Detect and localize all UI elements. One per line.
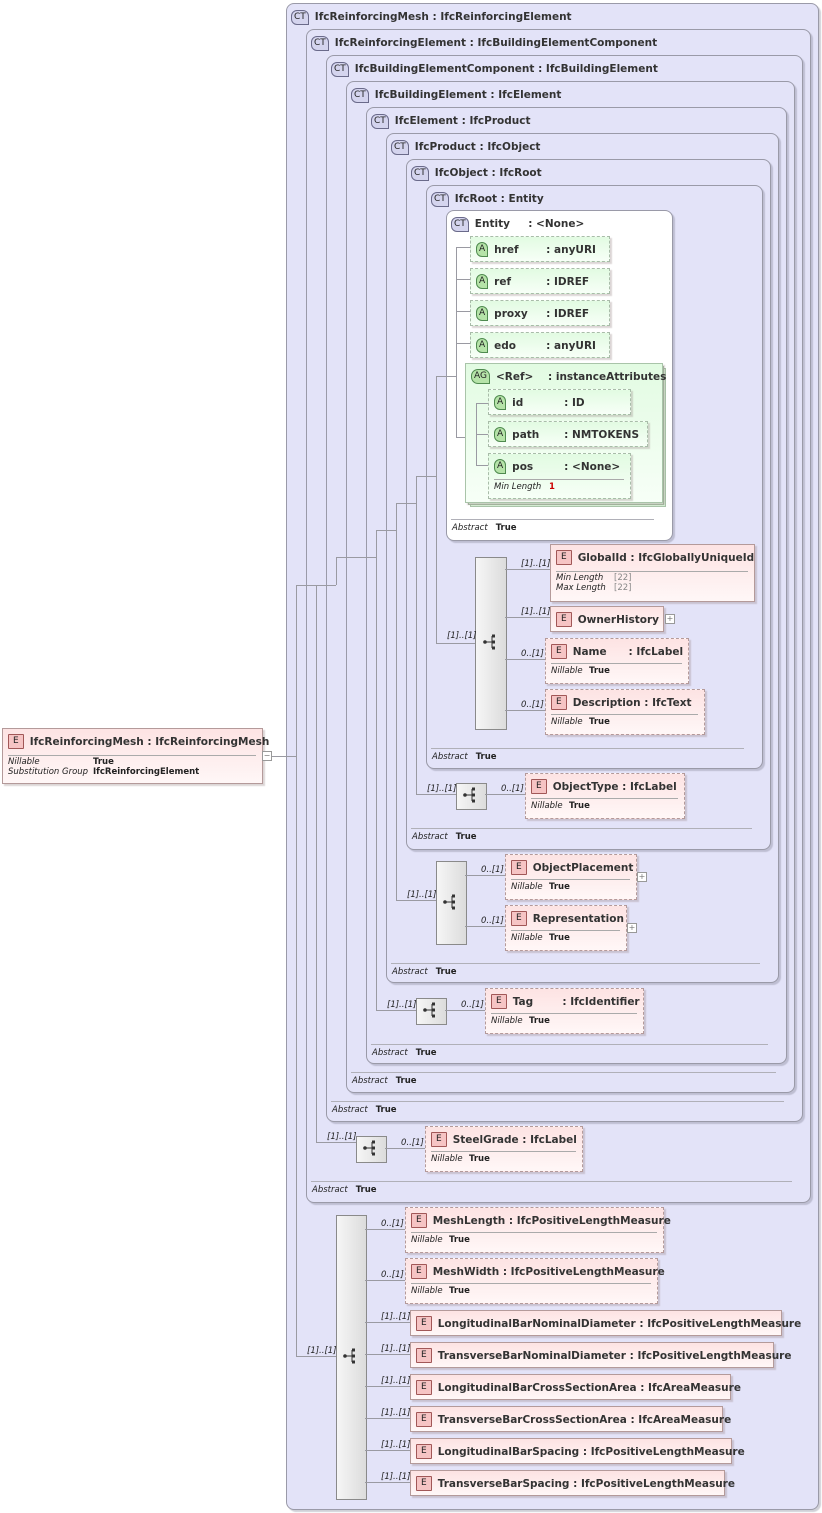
attribute-group-icon: AG: [471, 369, 490, 384]
complex-type-icon: CT: [311, 35, 329, 51]
sequence-ifcroot: [475, 557, 507, 730]
element-icon: E: [416, 1316, 432, 1331]
element-icon: E: [551, 695, 567, 710]
element-icon: E: [416, 1380, 432, 1395]
complex-type-icon: CT: [411, 165, 429, 181]
complex-type-icon: CT: [431, 191, 449, 207]
complex-type-icon: CT: [351, 87, 369, 103]
element-icon: E: [411, 1264, 427, 1279]
complex-type-icon: CT: [451, 216, 469, 232]
complex-type-icon: CT: [371, 113, 389, 129]
attribute-icon: A: [494, 427, 507, 442]
sequence-icon: [343, 1348, 355, 1364]
sequence-icon: [463, 787, 475, 803]
element-icon: E: [511, 911, 527, 926]
element-icon: E: [531, 779, 547, 794]
attribute-icon: A: [476, 242, 489, 257]
complex-type-icon: CT: [331, 61, 349, 77]
type-title: IfcReinforcingElement : IfcBuildingEleme…: [334, 37, 658, 49]
complex-type-icon: CT: [291, 9, 309, 25]
element-icon: E: [411, 1213, 427, 1228]
type-title: IfcBuildingElementComponent : IfcBuildin…: [354, 63, 658, 75]
attribute-icon: A: [476, 306, 489, 321]
expand-toggle[interactable]: +: [665, 614, 675, 624]
element-icon: E: [416, 1444, 432, 1459]
element-icon: E: [416, 1348, 432, 1363]
complex-type-icon: CT: [391, 139, 409, 155]
type-title: IfcElement : IfcProduct: [394, 115, 531, 127]
type-title: IfcReinforcingMesh : IfcReinforcingEleme…: [314, 11, 572, 23]
expand-toggle[interactable]: +: [627, 923, 637, 933]
attribute-icon: A: [494, 395, 507, 410]
sequence-icon: [423, 1002, 435, 1018]
attribute-icon: A: [476, 274, 489, 289]
element-icon: E: [431, 1132, 447, 1147]
element-icon: E: [416, 1412, 432, 1427]
element-icon: E: [511, 860, 527, 875]
sequence-ifcproduct: [436, 861, 467, 945]
element-icon: E: [416, 1476, 432, 1491]
sequence-icon: [443, 894, 455, 910]
element-icon: E: [556, 612, 572, 627]
cardinality: [1]..[1]: [447, 631, 477, 641]
element-icon: E: [551, 644, 567, 659]
type-title: Entity : <None>: [474, 218, 585, 230]
type-title: IfcBuildingElement : IfcElement: [374, 89, 562, 101]
element-icon: E: [491, 994, 507, 1009]
element-icon: E: [8, 734, 24, 749]
collapse-toggle[interactable]: −: [262, 751, 272, 761]
element-icon: E: [556, 550, 572, 565]
attribute-icon: A: [476, 338, 489, 353]
sequence-icon: [483, 634, 495, 650]
type-title: IfcRoot : Entity: [454, 193, 544, 205]
type-title: IfcObject : IfcRoot: [434, 167, 542, 179]
expand-toggle[interactable]: +: [637, 872, 647, 882]
attribute-icon: A: [494, 459, 507, 474]
sequence-icon: [363, 1140, 375, 1156]
type-title: IfcProduct : IfcObject: [414, 141, 541, 153]
